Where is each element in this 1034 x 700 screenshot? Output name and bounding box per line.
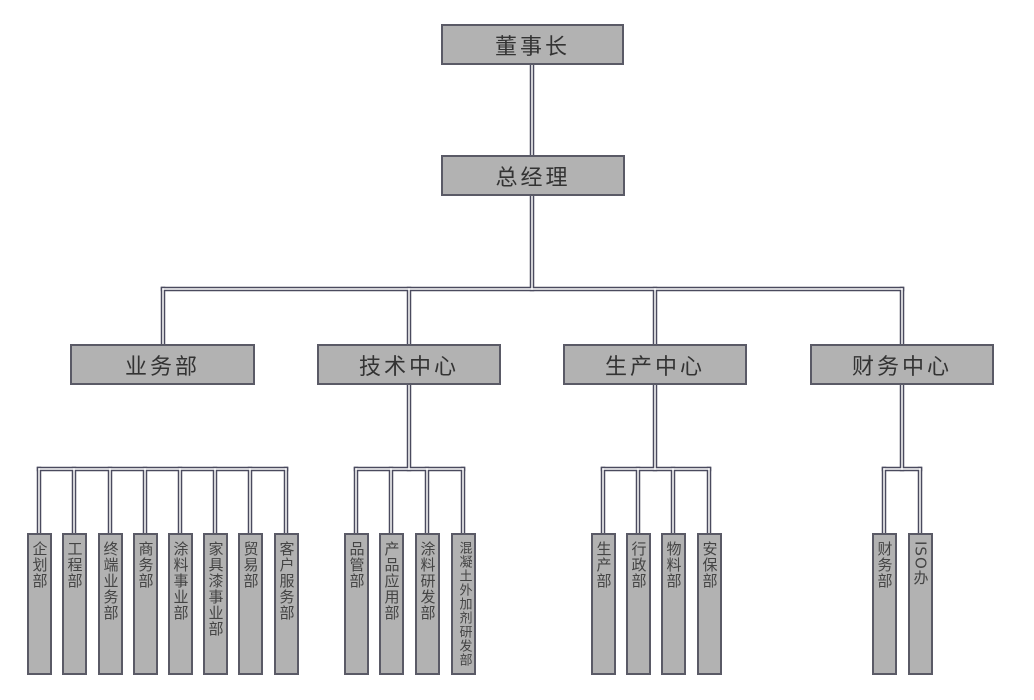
sub-department-label: 涂料事业部 <box>171 541 190 621</box>
sub-department-label: 产品应用部 <box>382 541 401 621</box>
sub-department[interactable]: 财务部 <box>872 533 897 675</box>
sub-department-label: 终端业务部 <box>101 541 120 621</box>
sub-department[interactable]: 涂料研发部 <box>415 533 440 675</box>
sub-department[interactable]: 终端业务部 <box>98 533 123 675</box>
sub-department[interactable]: 客户服务部 <box>274 533 299 675</box>
sub-department-label: 品管部 <box>347 541 366 589</box>
sub-department[interactable]: 家具漆事业部 <box>203 533 228 675</box>
sub-department-label: 企划部 <box>30 541 49 589</box>
sub-department[interactable]: 工程部 <box>62 533 87 675</box>
sub-department-label: 物料部 <box>664 541 683 589</box>
department-label: 技术中心 <box>358 354 459 380</box>
sub-department[interactable]: 物料部 <box>661 533 686 675</box>
sub-department-label: 客户服务部 <box>277 541 296 621</box>
sub-department-label: 家具漆事业部 <box>206 541 225 637</box>
sub-department[interactable]: 贸易部 <box>238 533 263 675</box>
sub-department-label: 混凝土外加剂研发部 <box>456 541 472 667</box>
sub-department[interactable]: 企划部 <box>27 533 52 675</box>
sub-department[interactable]: ISO办 <box>908 533 933 675</box>
sub-department-label: 安保部 <box>700 541 719 589</box>
sub-department[interactable]: 安保部 <box>697 533 722 675</box>
department-business[interactable]: 业务部 <box>70 344 255 385</box>
department-production-center[interactable]: 生产中心 <box>563 344 747 385</box>
sub-department-label: 涂料研发部 <box>418 541 437 621</box>
department-label: 财务中心 <box>851 354 952 380</box>
department-label: 业务部 <box>124 354 200 380</box>
sub-department[interactable]: 行政部 <box>626 533 651 675</box>
sub-department[interactable]: 商务部 <box>133 533 158 675</box>
sub-department[interactable]: 品管部 <box>344 533 369 675</box>
sub-department-label: 行政部 <box>629 541 648 589</box>
sub-department[interactable]: 混凝土外加剂研发部 <box>451 533 476 675</box>
department-label: 生产中心 <box>604 354 705 380</box>
chairman-label: 董事长 <box>494 34 570 60</box>
general-manager-label: 总经理 <box>495 165 571 191</box>
sub-department-label: 商务部 <box>136 541 155 589</box>
general-manager-box[interactable]: 总经理 <box>441 155 625 196</box>
sub-department[interactable]: 生产部 <box>591 533 616 675</box>
sub-department[interactable]: 涂料事业部 <box>168 533 193 675</box>
sub-department-label: 工程部 <box>65 541 84 589</box>
sub-department[interactable]: 产品应用部 <box>379 533 404 675</box>
department-tech-center[interactable]: 技术中心 <box>317 344 501 385</box>
sub-department-label: 财务部 <box>875 541 894 589</box>
sub-department-label: 贸易部 <box>241 541 260 589</box>
department-finance-center[interactable]: 财务中心 <box>810 344 994 385</box>
sub-department-label: 生产部 <box>594 541 613 589</box>
chairman-box[interactable]: 董事长 <box>441 24 624 65</box>
sub-department-label: ISO办 <box>911 541 930 586</box>
